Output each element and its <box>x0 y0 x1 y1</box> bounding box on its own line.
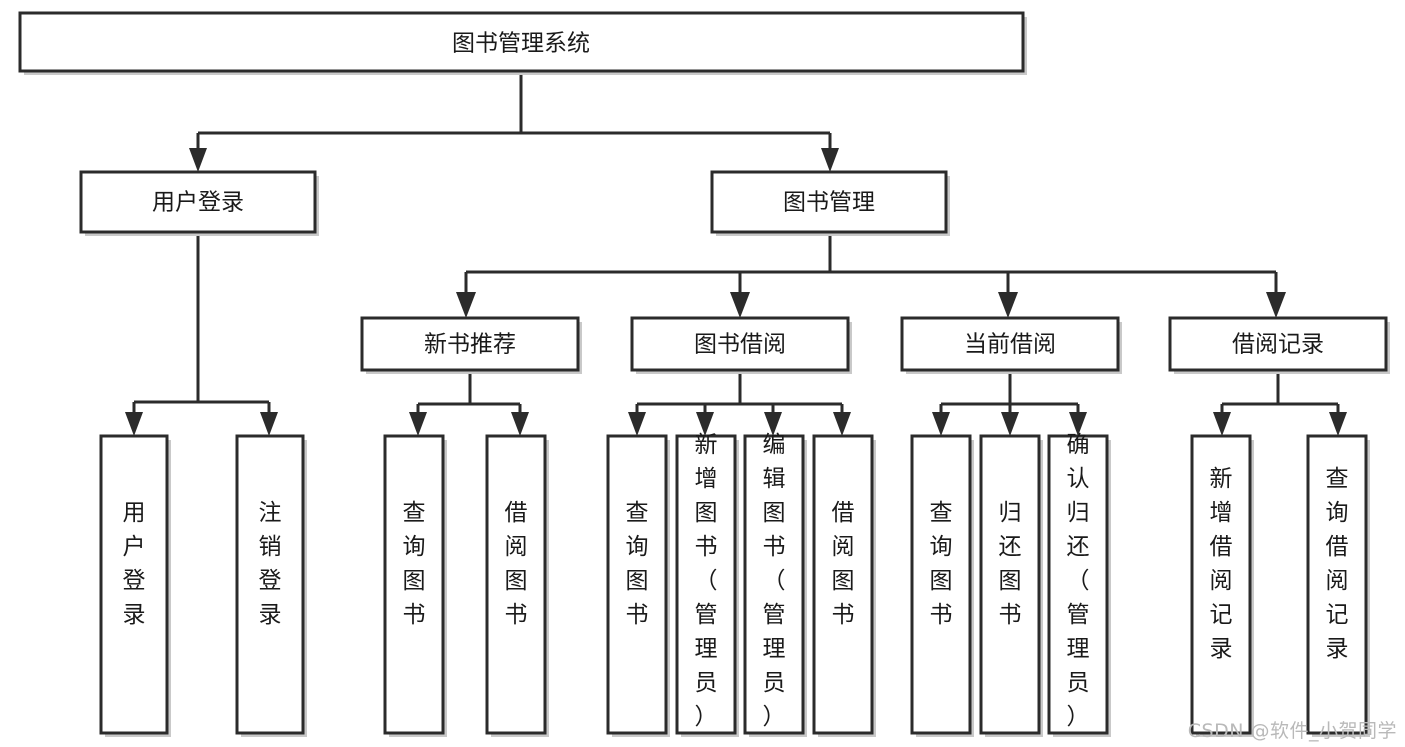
node-root[interactable]: 图书管理系统 <box>18 11 1027 75</box>
leaf-node[interactable]: 查询图书 <box>383 434 447 737</box>
leaf-user-login-2-box[interactable] <box>235 434 305 735</box>
leaf-book-borrow-2-box[interactable] <box>675 434 737 735</box>
node-new-book-recommend[interactable]: 新书推荐 <box>360 316 582 374</box>
arrow-head-bookborrow-leaf-1 <box>628 412 646 436</box>
leaf-book-borrow-3-box[interactable] <box>743 434 805 735</box>
arrow-head-userlogin-leaf-2 <box>260 412 278 436</box>
leaf-book-borrow-3-label: 编辑图书（管理员） <box>763 432 786 730</box>
leaf-user-login-1-box[interactable] <box>99 434 169 735</box>
node-new-book-recommend-label: 新书推荐 <box>424 332 516 358</box>
leaf-book-borrow-2-label: 新增图书（管理员） <box>695 432 718 730</box>
arrow-head-newbook-leaf-2 <box>511 412 529 436</box>
arrow-head-book-borrow <box>730 292 750 318</box>
leaf-borrow-record-1-box[interactable] <box>1190 434 1252 735</box>
leaf-current-borrow-3-label: 确认归还（管理员） <box>1067 432 1090 730</box>
node-user-login[interactable]: 用户登录 <box>79 170 319 236</box>
node-current-borrow-label: 当前借阅 <box>964 332 1056 358</box>
leaf-new-book-2-label: 借阅图书 <box>505 500 528 628</box>
leaf-user-login-1-label: 用户登录 <box>123 500 146 628</box>
arrow-head-bookborrow-leaf-4 <box>833 412 851 436</box>
arrow-head-currentborrow-leaf-2 <box>1001 412 1019 436</box>
leaf-borrow-record-2-label: 查询借阅记录 <box>1326 466 1349 662</box>
leaf-new-book-1-box[interactable] <box>383 434 445 735</box>
arrow-head-current-borrow <box>998 292 1018 318</box>
node-book-manage-label: 图书管理 <box>783 190 875 216</box>
node-book-manage[interactable]: 图书管理 <box>710 170 950 236</box>
leaf-current-borrow-1-label: 查询图书 <box>930 500 953 628</box>
leaf-node[interactable]: 查询借阅记录 <box>1306 434 1370 737</box>
leaf-node[interactable]: 借阅图书 <box>485 434 549 737</box>
leaf-book-borrow-1-label: 查询图书 <box>626 500 649 628</box>
leaf-new-book-1-label: 查询图书 <box>403 500 426 628</box>
node-new-book-recommend-box[interactable] <box>360 316 580 372</box>
node-current-borrow-box[interactable] <box>900 316 1120 372</box>
node-borrow-record-box[interactable] <box>1168 316 1388 372</box>
arrow-head-borrowrecord-leaf-1 <box>1213 412 1231 436</box>
node-book-borrow-box[interactable] <box>630 316 850 372</box>
node-user-login-box[interactable] <box>79 170 317 234</box>
arrow-head-user-login <box>189 148 207 172</box>
connector-group <box>125 73 1347 436</box>
leaf-node[interactable]: 归还图书 <box>979 434 1043 737</box>
arrow-head-book-manage <box>821 148 839 172</box>
arrow-head-userlogin-leaf-1 <box>125 412 143 436</box>
leaf-node[interactable]: 新增借阅记录 <box>1190 434 1254 737</box>
leaf-node[interactable]: 用户登录 <box>99 434 171 737</box>
leaf-new-book-2-box[interactable] <box>485 434 547 735</box>
node-book-borrow-label: 图书借阅 <box>694 332 786 358</box>
node-borrow-record[interactable]: 借阅记录 <box>1168 316 1390 374</box>
node-root-label: 图书管理系统 <box>452 31 590 57</box>
node-borrow-record-label: 借阅记录 <box>1232 332 1324 358</box>
leaf-node[interactable]: 确认归还（管理员） <box>1047 432 1111 737</box>
leaf-current-borrow-3-box[interactable] <box>1047 434 1109 735</box>
node-current-borrow[interactable]: 当前借阅 <box>900 316 1122 374</box>
node-user-login-label: 用户登录 <box>152 190 244 216</box>
leaf-node[interactable]: 查询图书 <box>606 434 670 737</box>
node-root-box[interactable] <box>18 11 1025 73</box>
leaf-book-borrow-1-box[interactable] <box>606 434 668 735</box>
arrow-head-bookborrow-leaf-3 <box>764 412 782 436</box>
arrow-head-bookborrow-leaf-2 <box>696 412 714 436</box>
leaf-current-borrow-1-box[interactable] <box>910 434 972 735</box>
arrow-head-newbook-leaf-1 <box>409 412 427 436</box>
leaf-node[interactable]: 新增图书（管理员） <box>675 432 739 737</box>
leaf-borrow-record-1-label: 新增借阅记录 <box>1210 466 1233 662</box>
leaf-node[interactable]: 查询图书 <box>910 434 974 737</box>
leaf-current-borrow-2-label: 归还图书 <box>999 500 1022 628</box>
leaf-borrow-record-2-box[interactable] <box>1306 434 1368 735</box>
arrow-head-currentborrow-leaf-3 <box>1069 412 1087 436</box>
leaf-book-borrow-4-label: 借阅图书 <box>832 500 855 628</box>
leaf-node[interactable]: 注销登录 <box>235 434 307 737</box>
leaf-node[interactable]: 借阅图书 <box>812 434 876 737</box>
arrow-head-borrow-record <box>1266 292 1286 318</box>
leaf-book-borrow-4-box[interactable] <box>812 434 874 735</box>
node-book-borrow[interactable]: 图书借阅 <box>630 316 852 374</box>
arrow-head-new-book <box>456 292 476 318</box>
arrow-head-borrowrecord-leaf-2 <box>1329 412 1347 436</box>
leaf-node[interactable]: 编辑图书（管理员） <box>743 432 807 737</box>
leaf-user-login-2-label: 注销登录 <box>259 500 282 628</box>
leaf-current-borrow-2-box[interactable] <box>979 434 1041 735</box>
node-book-manage-box[interactable] <box>710 170 948 234</box>
arrow-head-currentborrow-leaf-1 <box>932 412 950 436</box>
